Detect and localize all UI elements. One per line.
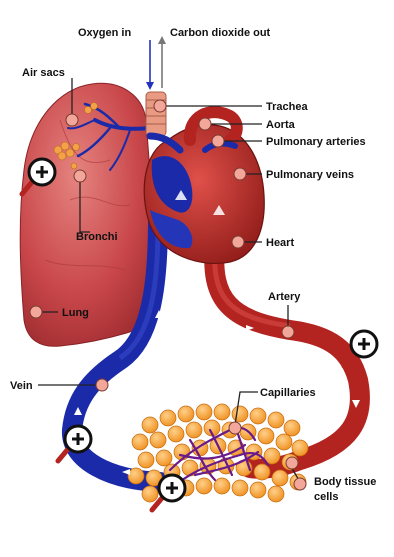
label-bronchi: Bronchi [76,231,118,243]
arrow-up-icon [158,36,166,88]
label-artery: Artery [268,291,301,303]
label-oxygen-in: Oxygen in [78,27,131,39]
label-air-sacs: Air sacs [22,67,65,79]
label-carbon-dioxide-out: Carbon dioxide out [170,27,271,39]
trachea [146,92,166,136]
label-lung: Lung [62,307,89,319]
label-aorta: Aorta [266,119,296,131]
label-pulmonary-arteries: Pulmonary arteries [266,136,366,148]
label-pulmonary-veins: Pulmonary veins [266,169,354,181]
label-heart: Heart [266,237,294,249]
label-body-tissue-cells: cells [314,491,338,503]
label-body-tissue: Body tissue [314,476,376,488]
label-vein: Vein [10,380,33,392]
label-capillaries: Capillaries [260,387,316,399]
label-trachea: Trachea [266,101,308,113]
arrow-down-icon [146,40,154,90]
